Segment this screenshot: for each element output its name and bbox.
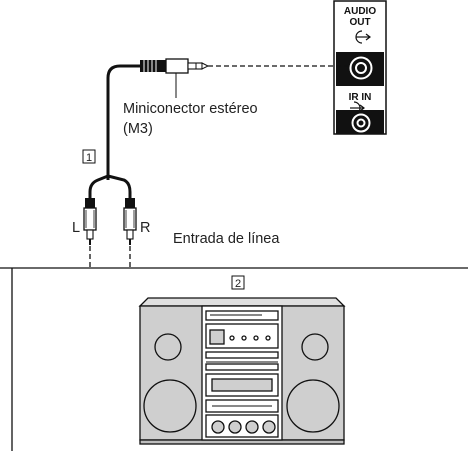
cable-split-right bbox=[107, 174, 132, 198]
line-input-label: Entrada de línea bbox=[173, 231, 280, 247]
ir-in-jack bbox=[336, 110, 384, 134]
rca-plug-right bbox=[123, 198, 137, 245]
audio-out-label-line2: OUT bbox=[349, 17, 370, 28]
mini-plug bbox=[140, 58, 210, 74]
terminal-panel: AUDIO OUT IR IN bbox=[333, 0, 387, 135]
item-number-2: 2 bbox=[235, 278, 241, 290]
external-device-area: 2 bbox=[0, 267, 468, 451]
item-number-2-badge: 2 bbox=[231, 275, 245, 290]
plug-label-line2: (M3) bbox=[123, 121, 153, 137]
stereo-mini-cable: Miniconector estéreo (M3) 1 L R bbox=[72, 58, 352, 268]
cable-wire bbox=[106, 64, 140, 180]
rca-plug-left bbox=[83, 198, 97, 245]
audio-out-label-line1: AUDIO bbox=[344, 6, 376, 17]
item-number-1-badge: 1 bbox=[82, 149, 96, 164]
right-channel-label: R bbox=[140, 220, 150, 236]
right-speaker bbox=[286, 333, 340, 433]
ir-in-label: IR IN bbox=[349, 92, 372, 103]
audio-out-jack bbox=[336, 52, 384, 86]
plug-label-line1: Miniconector estéreo bbox=[123, 101, 258, 117]
audio-output-arrow-icon bbox=[355, 30, 371, 44]
center-unit bbox=[201, 305, 283, 441]
cable-split-left bbox=[88, 174, 109, 198]
stereo-system-illustration bbox=[138, 297, 346, 445]
left-speaker bbox=[143, 333, 197, 433]
item-number-1: 1 bbox=[86, 152, 92, 164]
left-channel-label: L bbox=[72, 220, 80, 236]
